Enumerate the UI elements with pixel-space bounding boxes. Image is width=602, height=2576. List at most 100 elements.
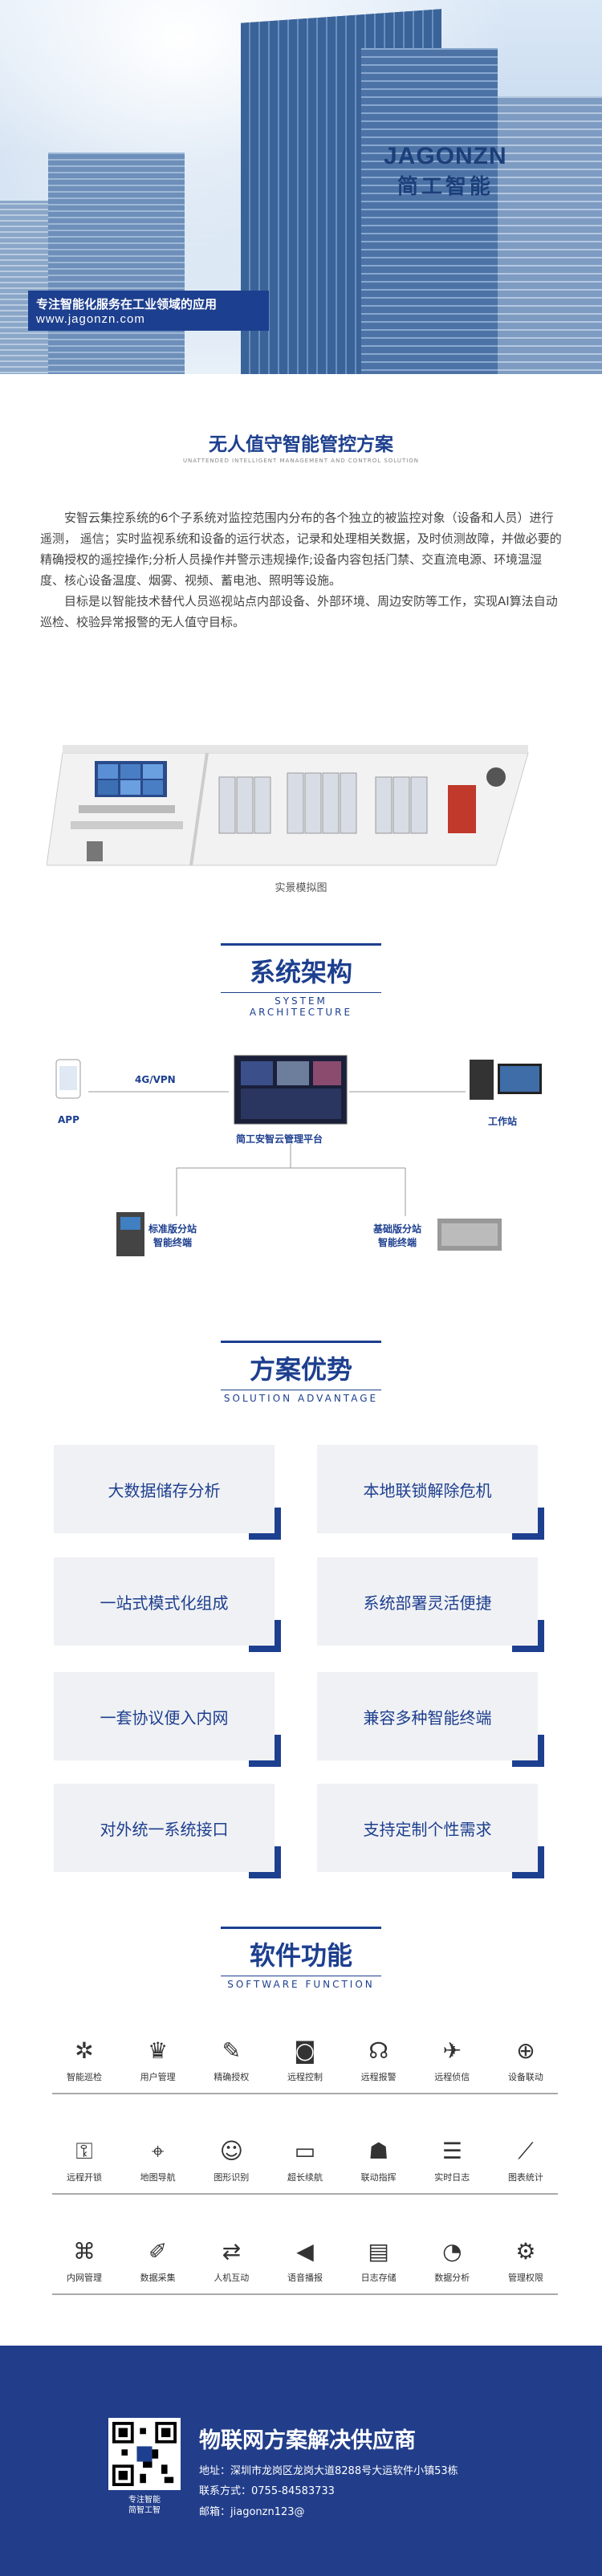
intro-subtitle: UNATTENDED INTELLIGENT MANAGEMENT AND CO… xyxy=(182,458,420,464)
function-label: 人机互动 xyxy=(214,2273,250,2283)
user-group-icon: ♛ xyxy=(148,2037,169,2064)
function-item: ◀语音播报 xyxy=(273,2236,337,2284)
function-item: ✲ 智能巡检 xyxy=(52,2035,116,2083)
function-label: 用户管理 xyxy=(140,2072,176,2082)
slogan-text: 专注智能化服务在工业领域的应用 xyxy=(36,297,218,311)
advantage-item: 一套协议便入内网 xyxy=(54,1672,281,1767)
intro-text: 安智云集控系统的6个子系统对监控范围内分布的各个独立的被监控对象（设备和人员）进… xyxy=(40,507,562,633)
inspection-icon: ✲ xyxy=(75,2037,94,2064)
advantage-item: 本地联锁解除危机 xyxy=(317,1445,544,1540)
function-divider xyxy=(52,2093,558,2094)
intro-title: 无人值守智能管控方案 xyxy=(209,434,393,455)
platform-label: 简工安智云管理平台 xyxy=(236,1133,323,1145)
chart-line-icon: ⟋ xyxy=(518,2138,534,2164)
function-item: ☰ 实时日志 xyxy=(420,2135,484,2183)
map-pin-icon: ⌖ xyxy=(151,2138,165,2164)
scene-caption: 实景模拟图 xyxy=(275,882,327,894)
website-text: www.jagonzn.com xyxy=(36,312,145,326)
battery-icon: ▭ xyxy=(294,2138,316,2164)
function-label: 远程控制 xyxy=(287,2072,323,2082)
file-storage-icon: ▤ xyxy=(368,2238,389,2265)
function-label: 精确授权 xyxy=(214,2072,250,2082)
function-row: ⌘内网管理✐数据采集⇄人机互动◀语音播报▤日志存储◔数据分析⚙管理权限 xyxy=(52,2236,558,2284)
function-label: 远程开锁 xyxy=(67,2172,102,2183)
pie-chart-icon: ◔ xyxy=(442,2238,462,2265)
adv-subtitle: SOLUTION ADVANTAGE xyxy=(221,1390,381,1404)
computer-tower-icon xyxy=(470,1060,494,1100)
adv-title-block: 方案优势 SOLUTION ADVANTAGE xyxy=(0,1341,602,1405)
router-icon: ⊕ xyxy=(516,2037,535,2064)
human-interaction-icon: ⇄ xyxy=(222,2238,242,2265)
function-item: ☗联动指挥 xyxy=(347,2135,411,2183)
function-label: 超长续航 xyxy=(287,2172,323,2183)
gear-icon: ⚙ xyxy=(515,2238,536,2265)
function-label: 智能巡检 xyxy=(67,2072,102,2082)
function-label: 实时日志 xyxy=(434,2172,470,2183)
function-label: 图表统计 xyxy=(507,2172,543,2183)
function-divider xyxy=(52,2293,558,2295)
function-item: ♛ 用户管理 xyxy=(126,2035,190,2083)
qr-code-icon xyxy=(108,2418,181,2490)
function-label: 地图导航 xyxy=(140,2172,176,2183)
function-label: 语音播报 xyxy=(287,2273,323,2283)
function-label: 远程报警 xyxy=(360,2072,397,2082)
hero-banner-image: JAGONZN 简工智能 专注智能化服务在工业领域的应用 www.jagonzn… xyxy=(0,0,602,374)
function-label: 远程侦信 xyxy=(434,2072,470,2082)
arch-title: 系统架构 xyxy=(249,957,352,987)
face-scan-icon: ☺ xyxy=(219,2138,243,2164)
architecture-diagram: APP 4G/VPN 简工安智云管理平台 工作站 标准版分站智能终端 基础版分站… xyxy=(0,1044,602,1276)
function-item: ☺ 图形识别 xyxy=(199,2135,263,2183)
footer-title: 物联网方案解决供应商 xyxy=(199,2428,416,2453)
intro-paragraph-2: 目标是以智能技术替代人员巡视站点内部设备、外部环境、周边安防等工作，实现AI算法… xyxy=(40,594,558,629)
function-item: ☊远程报警 xyxy=(347,2035,411,2083)
function-item: ⚿ 远程开锁 xyxy=(52,2135,116,2183)
arch-title-block: 系统架构 SYSTEM ARCHITECTURE xyxy=(0,943,602,1019)
data-entry-icon: ✐ xyxy=(148,2238,168,2265)
function-row: ✲ 智能巡检 ♛ 用户管理 ✎精确授权 ◙ 远程控制 ☊远程报警 ✈ 远程侦信 ⊕设备联动 xyxy=(52,2035,558,2083)
footer-phone: 联系方式：0755-84583733 xyxy=(199,2485,335,2497)
advantage-item: 大数据储存分析 xyxy=(54,1445,281,1540)
footer: 专注智能 简智工智 物联网方案解决供应商 地址：深圳市龙岗区龙岗大道8288号大… xyxy=(0,2346,602,2576)
building-logo: JAGONZN 简工智能 xyxy=(384,143,507,199)
function-item: ▭ 超长续航 xyxy=(273,2135,337,2183)
advantage-item: 系统部署灵活便捷 xyxy=(317,1557,544,1652)
slogan-banner: 专注智能化服务在工业领域的应用 www.jagonzn.com xyxy=(28,291,269,331)
function-item: ⇄ 人机互动 xyxy=(199,2236,263,2284)
advantage-item: 一站式模式化组成 xyxy=(54,1557,281,1652)
remote-control-icon: ◙ xyxy=(294,2037,316,2064)
function-item: ⊕设备联动 xyxy=(494,2035,558,2083)
function-item: ✎精确授权 xyxy=(199,2035,263,2083)
function-row: ⚿ 远程开锁 ⌖ 地图导航 ☺ 图形识别 ▭ 超长续航 ☗联动指挥 ☰ 实时日志 ⟋ 图表统计 xyxy=(52,2135,558,2183)
func-subtitle: SOFTWARE FUNCTION xyxy=(221,1976,381,1990)
function-item: ⌖ 地图导航 xyxy=(126,2135,190,2183)
advantage-item: 对外统一系统接口 xyxy=(54,1784,281,1878)
function-label: 数据采集 xyxy=(140,2273,176,2283)
function-label: 管理权限 xyxy=(507,2273,543,2283)
satellite-icon: ✈ xyxy=(442,2037,462,2064)
function-item: ⚙ 管理权限 xyxy=(494,2236,558,2284)
func-title-block: 软件功能 SOFTWARE FUNCTION xyxy=(0,1927,602,1991)
function-item: ◙ 远程控制 xyxy=(273,2035,337,2083)
footer-address: 地址：深圳市龙岗区龙岗大道8288号大运软件小镇53栋 xyxy=(199,2465,458,2477)
arch-subtitle: SYSTEM ARCHITECTURE xyxy=(221,992,381,1018)
function-item: ⌘内网管理 xyxy=(52,2236,116,2284)
function-item: ⟋ 图表统计 xyxy=(494,2135,558,2183)
function-divider xyxy=(52,2193,558,2195)
advantage-item: 兼容多种智能终端 xyxy=(317,1672,544,1767)
func-title: 软件功能 xyxy=(249,1940,352,1971)
intro-paragraph-1: 安智云集控系统的6个子系统对监控范围内分布的各个独立的被监控对象（设备和人员）进… xyxy=(40,511,562,588)
log-document-icon: ☰ xyxy=(441,2138,462,2164)
adv-title: 方案优势 xyxy=(249,1354,352,1385)
advantage-item: 支持定制个性需求 xyxy=(317,1784,544,1878)
link-label: 4G/VPN xyxy=(135,1074,176,1085)
qr-caption: 专注智能 简智工智 xyxy=(128,2496,161,2515)
base-terminal-label: 基础版分站智能终端 xyxy=(373,1223,422,1248)
function-label: 联动指挥 xyxy=(360,2172,397,2183)
function-label: 日志存储 xyxy=(360,2273,397,2283)
network-icon: ⌘ xyxy=(73,2238,96,2265)
function-label: 图形识别 xyxy=(214,2172,250,2183)
lock-user-icon: ⚿ xyxy=(75,2138,93,2164)
function-item: ✈ 远程侦信 xyxy=(420,2035,484,2083)
workstation-label: 工作站 xyxy=(488,1116,518,1127)
scene-illustration xyxy=(47,745,529,866)
